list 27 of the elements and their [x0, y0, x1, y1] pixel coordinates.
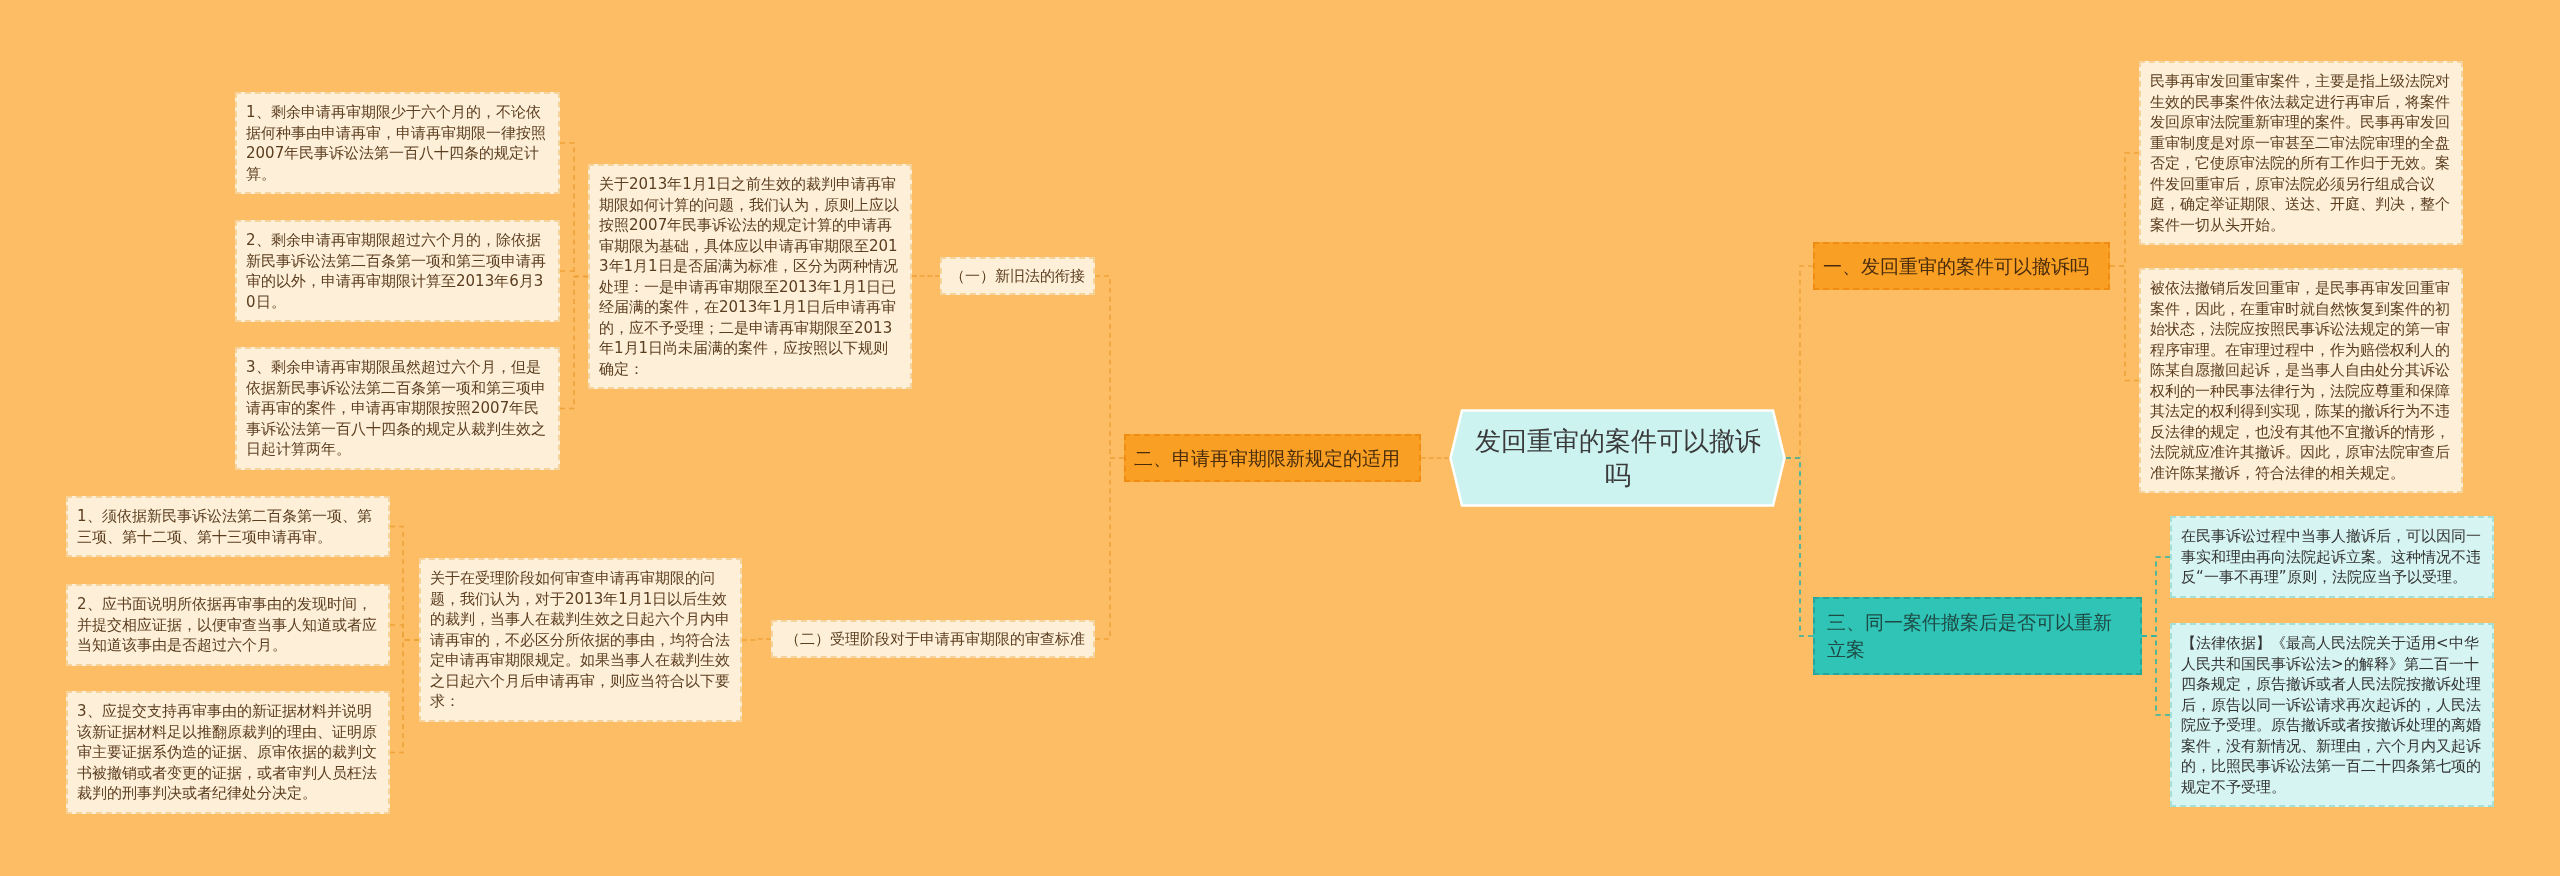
text-box: 3、应提交支持再审事由的新证据材料并说明该新证据材料足以推翻原裁判的理由、证明原审主要证据系伪造的证据、原审依据的裁判文书被撤销或者变更的证据，或者审判人员枉法裁判的刑事判决或者纪律处分决定。 — [66, 691, 390, 814]
text-box: 【法律依据】《最高人民法院关于适用<中华人民共和国民事诉讼法>的解释》第二百一十四条规定，原告撤诉或者人民法院按撤诉处理后，原告以同一诉讼请求再次起诉的，人民法院应予受理。原告撤诉或者按撤诉处理的离婚案件，没有新情况、新理由，六个月内又起诉的，比照民事诉讼法第一百二十四条第七项的规定不予受理。 — [2170, 623, 2494, 807]
connector — [911, 275, 941, 277]
text-box: 关于在受理阶段如何审查申请再审期限的问题，我们认为，对于2013年1月1日以后生效的裁判，当事人在裁判生效之日起六个月内申请再审的，不必区分所依据的事由，均符合法定申请再审期限规定。如果当事人在裁判生效之日起六个月后申请再审，则应当符合以下要求： — [419, 558, 742, 722]
text-box: 民事再审发回重审案件，主要是指上级法院对生效的民事案件依法裁定进行再审后，将案件发回原审法院重新审理的案件。民事再审发回重审制度是对原一审甚至二审法院审理的全盘否定，它使原审法院的所有工作归于无效。案件发回重审后，原审法院必须另行组成合议庭，确定举证期限、送达、开庭、判决，整个案件一切从头开始。 — [2139, 61, 2463, 245]
subtopic-box: （二）受理阶段对于申请再审期限的审查标准 — [771, 620, 1095, 658]
text-box: 关于2013年1月1日之前生效的裁判申请再审期限如何计算的问题，我们认为，原则上应以按照2007年民事诉讼法的规定计算的申请再审期限为基础，具体应以申请再审期限至2013年1月1日是否届满为标准，区分为两种情况处理：一是申请再审期限至2013年1月1日已经届满的案件，在2013年1月1日后申请再审的，应不予受理；二是申请再审期限至2013年1月1日尚未届满的案件，应按照以下规则确定： — [588, 164, 912, 389]
text-box: 2、剩余申请再审期限超过六个月的，除依据新民事诉讼法第二百条第一项和第三项申请再审的以外，申请再审期限计算至2013年6月30日。 — [235, 220, 560, 322]
text-box: 1、须依据新民事诉讼法第二百条第一项、第三项、第十二项、第十三项申请再审。 — [66, 496, 390, 557]
topic-box: 一、发回重审的案件可以撤诉吗 — [1813, 242, 2110, 290]
connector — [1420, 457, 1450, 459]
text-box: 1、剩余申请再审期限少于六个月的，不论依据何种事由申请再审，申请再审期限一律按照2007年民事诉讼法第一百八十四条的规定计算。 — [235, 92, 560, 194]
connector — [1785, 457, 1814, 637]
text-box: 被依法撤销后发回重审，是民事再审发回重审案件，因此，在重审时就自然恢复到案件的初始状态，法院应按照民事诉讼法规定的第一审程序审理。在审理过程中，作为赔偿权利人的陈某自愿撤回起诉，是当事人自由处分其诉讼权利的一种民事法律行为，法院应尊重和保障其法定的权利得到实现，陈某的撤诉行为不违反法律的规定，也没有其他不宜撤诉的情形，法院就应准许其撤诉。因此，原审法院审查后准许陈某撤诉，符合法律的相关规定。 — [2139, 268, 2463, 493]
connector — [1094, 457, 1125, 640]
connector — [2141, 635, 2171, 716]
topic-box: 二、申请再审期限新规定的适用 — [1124, 434, 1421, 482]
connector — [559, 275, 589, 410]
topic-box: 三、同一案件撤案后是否可以重新立案 — [1813, 597, 2142, 675]
central-topic-hexagon: 发回重审的案件可以撤诉吗 — [1449, 409, 1786, 507]
connector — [741, 638, 772, 641]
subtopic-box: （一）新旧法的衔接 — [940, 257, 1095, 295]
text-box: 在民事诉讼过程中当事人撤诉后，可以因同一事实和理由再向法院起诉立案。这种情况不违反“一事不再理”原则，法院应当予以受理。 — [2170, 516, 2494, 598]
connector — [389, 639, 420, 754]
text-box: 3、剩余申请再审期限虽然超过六个月，但是依据新民事诉讼法第二百条第一项和第三项申请再审的案件，申请再审期限按照2007年民事诉讼法第一百八十四条的规定从裁判生效之日起计算两年。 — [235, 347, 560, 470]
connector — [2109, 265, 2140, 382]
text-box: 2、应书面说明所依据再审事由的发现时间，并提交相应证据，以便审查当事人知道或者应当知道该事由是否超过六个月。 — [66, 584, 390, 666]
